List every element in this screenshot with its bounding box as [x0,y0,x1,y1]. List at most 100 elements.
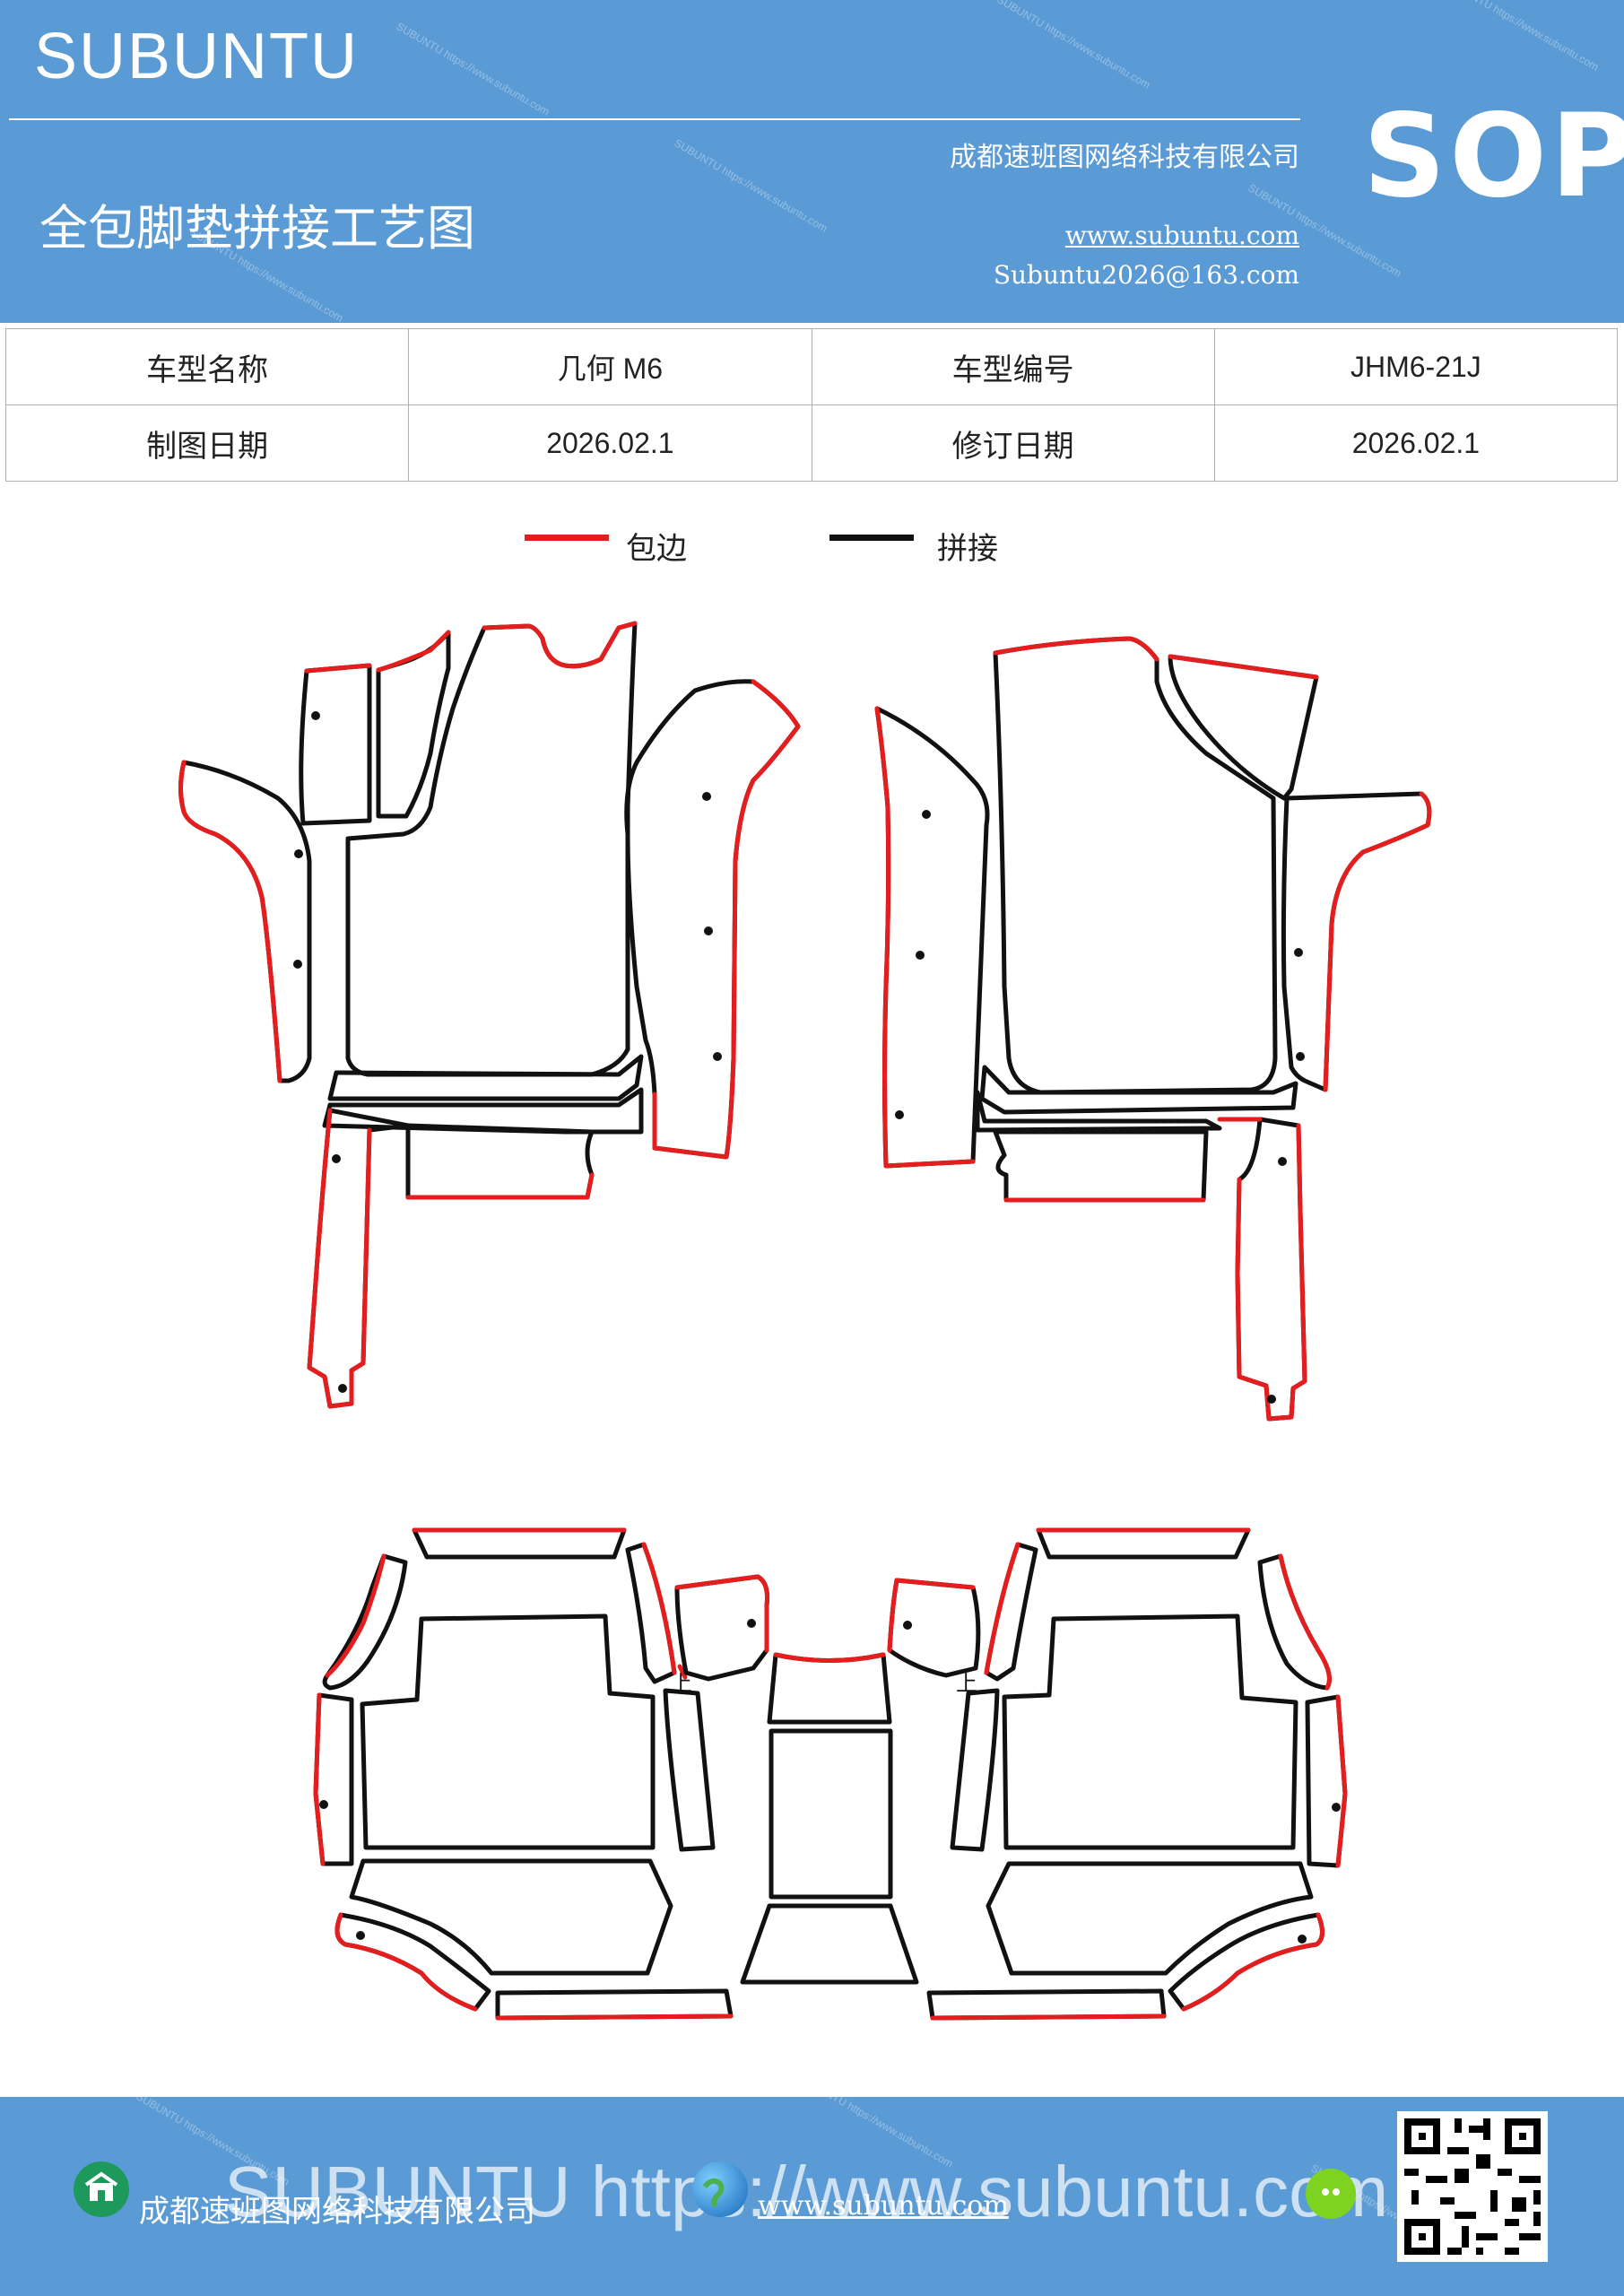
globe-icon [692,2161,748,2217]
front-right-lower-sill-edge [1235,1123,1307,1422]
fastener-dot [1296,1052,1305,1061]
rear-right-upper-wing [1257,1553,1332,1691]
mat-splicing-drawing: 上 上 [178,621,1432,2021]
draw-date-label: 制图日期 [4,404,410,482]
front-right-mat-group [874,636,1432,1422]
revise-date-label: 修订日期 [811,404,1215,482]
header-banner: SUBUNTU https://www.subuntu.com SUBUNTU … [0,0,1624,323]
rear-right-bottom-strip [926,1988,1167,2021]
driver-main-mat-top-edge [482,621,638,669]
center-tunnel-right-flap-edge [887,1578,976,1653]
join-legend-swatch [829,535,914,541]
footer-website-link[interactable]: www.subuntu.com [758,2190,1009,2222]
rear-left-middle-pad [349,1858,673,1976]
info-table: 车型名称 几何 M6 车型编号 JHM6-21J 制图日期 2026.02.1 … [4,328,1619,482]
join-legend-label: 拼接 [937,531,998,567]
front-left-lower-strip [327,1054,644,1101]
revise-date-value: 2026.02.1 [1213,404,1619,482]
rear-right-mat-group: 上 [926,1527,1348,2021]
front-left-pillar-long-strip [624,679,801,1160]
front-right-pillar-piece [874,706,990,1169]
rear-left-main-mat [360,1613,656,1850]
sop-label: SOP [1363,90,1624,223]
fastener-dot [713,1052,722,1061]
center-tunnel-top-edge [773,1652,886,1663]
right-door-sill-outer-edge [1323,791,1432,1092]
front-right-triangle-piece [1168,654,1319,801]
small-side-pad [299,663,372,826]
table-row: 制图日期 2026.02.1 修订日期 2026.02.1 [4,404,1619,482]
front-right-lower-strip [979,1065,1298,1115]
fastener-dot [294,849,303,858]
edge-legend-label: 包边 [626,531,687,567]
website-link[interactable]: www.subuntu.com [1064,221,1299,250]
front-left-mat-group [178,621,801,1409]
right-door-sill-piece [1281,791,1432,1092]
model-code-value: JHM6-21J [1213,328,1619,405]
fastener-dot [1267,1395,1276,1404]
qr-code [1397,2111,1548,2262]
rear-left-corner-edge [334,1912,478,2012]
left-door-sill-outer-edge [178,760,282,1083]
footer-watermark-url: SUBUNTU https://www.subuntu.com [224,2152,1389,2231]
rear-right-upper-wing-edge [1278,1553,1332,1691]
header-divider [9,118,1300,120]
legend: 包边 拼接 [0,529,1624,574]
edge-legend-swatch [525,535,609,541]
passenger-main-mat [993,636,1278,1095]
front-left-heel-pad-edge [405,1172,595,1200]
center-tunnel-middle-piece [769,1728,893,1900]
pillar-strip-piece [376,630,451,819]
fastener-dot [1294,948,1303,957]
rear-left-mat-group: 上 [313,1527,734,2021]
model-name-label: 车型名称 [4,328,410,405]
fastener-dot [903,1621,912,1630]
pillar-strip-top-edge [376,630,451,673]
rear-right-corner-edge [1181,1912,1324,2012]
center-tunnel-group [674,1574,981,1985]
fastener-dot [1278,1157,1287,1166]
table-row: 车型名称 几何 M6 车型编号 JHM6-21J [4,328,1619,405]
fastener-dot [895,1110,904,1119]
rear-right-center-tall-strip [950,1688,1000,1852]
model-code-label: 车型编号 [811,328,1215,405]
front-left-heel-pad [405,1123,595,1200]
fastener-dot [319,1800,328,1809]
rear-right-middle-pad [986,1861,1314,1976]
fastener-dot [747,1619,756,1628]
rear-right-top-strip [1036,1527,1251,1560]
left-door-sill-piece [178,760,312,1083]
fastener-dot [702,792,711,801]
rear-left-corner-piece [334,1912,491,2012]
rear-left-bottom-strip-edge [495,2013,734,2021]
rear-left-side-strip-edge [313,1692,326,1866]
watermark: SUBUNTU https://www.subuntu.com [994,0,1153,91]
page-title: 全包脚垫拼接工艺图 [39,200,475,257]
rear-right-left-wing-edge [984,1542,1020,1675]
brand-logo-text: SUBUNTU [34,21,360,92]
passenger-main-mat-top-edge [993,636,1159,662]
center-tunnel-top-piece [767,1652,892,1725]
front-left-pillar-outer-edge [652,679,801,1160]
front-right-heel-pad [993,1129,1209,1203]
footer-banner: SUBUNTU https://www.subuntu.com SUBUNTU … [0,2097,1624,2296]
fastener-dot [704,926,713,935]
fastener-dot [293,960,302,969]
rear-right-main-mat [1002,1613,1298,1850]
rear-left-right-wing-edge [641,1542,677,1675]
front-left-lower-strip-2 [322,1087,644,1135]
rear-left-center-tall-strip-edge [677,1664,688,1680]
front-left-lower-sill-edge [307,1108,372,1409]
draw-date-value: 2026.02.1 [408,404,812,482]
rear-right-side-strip-edge [1335,1694,1348,1868]
rear-left-top-strip [412,1527,627,1560]
rear-left-upper-wing [322,1553,408,1691]
rear-left-upper-wing-edge [325,1553,386,1678]
fastener-dot [922,810,931,819]
rear-left-center-tall-strip [663,1688,716,1852]
driver-main-mat [345,621,638,1077]
fastener-dot [916,951,925,960]
fastener-dot [1332,1803,1341,1812]
center-tunnel-left-flap [674,1574,769,1682]
rear-left-bottom-strip [495,1988,734,2021]
